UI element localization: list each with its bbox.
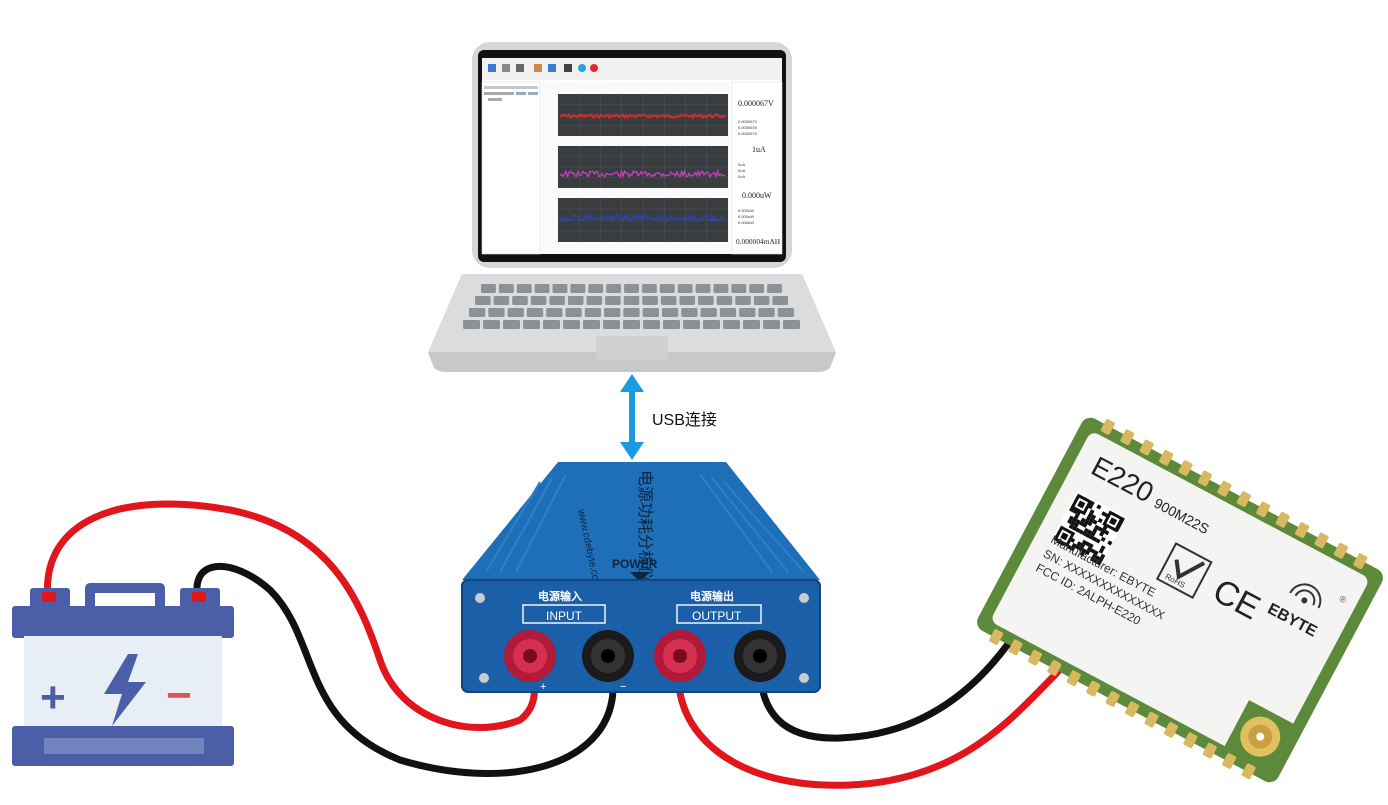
battery-top-band xyxy=(12,606,234,638)
wifi-icon xyxy=(1289,583,1322,609)
chart-gridlines xyxy=(558,94,728,242)
current-reading: 1uA xyxy=(752,145,766,154)
power-sub-2: 0.000uW xyxy=(738,214,754,219)
laptop-touchpad xyxy=(596,336,668,360)
module-shield xyxy=(992,433,1368,767)
current-sub-3: 0uA xyxy=(738,174,745,179)
screw-icon xyxy=(799,673,809,683)
rf-module: E220 900M22S RoHS CE EBYTE ® Manufacture… xyxy=(977,417,1383,783)
battery-handle xyxy=(85,583,165,608)
app-toolbar xyxy=(482,58,782,80)
input-minus-sign: − xyxy=(620,681,626,693)
current-sub-1: 0uA xyxy=(738,162,745,167)
analyzer-power-label: POWER xyxy=(612,557,658,571)
screw-icon xyxy=(475,593,485,603)
current-sub-2: 0uA xyxy=(738,168,745,173)
input-positive-terminal xyxy=(504,630,556,682)
usb-connection-label: USB连接 xyxy=(652,411,717,429)
power-arrow-icon xyxy=(630,572,650,582)
lightning-icon xyxy=(104,654,146,726)
registered-mark: ® xyxy=(1337,593,1348,605)
output-label-cn: 电源输出 xyxy=(690,589,734,603)
rohs-badge-icon: RoHS xyxy=(1155,542,1213,599)
battery-minus-sign: − xyxy=(166,671,192,720)
power-sub-1: 0.000uW xyxy=(738,208,754,213)
energy-reading: 0.000004mAH xyxy=(736,237,781,246)
module-castellated-pins xyxy=(989,419,1368,780)
wire-battery-negative xyxy=(193,563,617,777)
input-label-en: INPUT xyxy=(546,609,583,623)
voltage-reading: 0.000067V xyxy=(738,99,774,108)
laptop-keyboard xyxy=(463,284,800,329)
output-label-en: OUTPUT xyxy=(692,609,742,623)
qr-code-icon xyxy=(1050,490,1127,567)
power-analyzer: 电源功耗分析仪 www.cdebyte.com POWER 电源输入 INPUT… xyxy=(461,462,821,693)
analyzer-top xyxy=(462,462,820,580)
voltage-sub-1: 0.000067V xyxy=(738,119,758,124)
toolbar-icons xyxy=(488,64,598,72)
power-sub-3: 0.000uW xyxy=(738,220,754,225)
screw-icon xyxy=(479,673,489,683)
usb-connection-arrow: USB连接 xyxy=(620,374,717,460)
readings-panel: 0.000067V 0.000067V 0.000063V 0.000067V … xyxy=(731,81,783,255)
screw-icon xyxy=(799,593,809,603)
current-trace xyxy=(559,168,726,179)
input-label-cn: 电源输入 xyxy=(538,589,582,603)
battery-bottom-band xyxy=(12,726,234,766)
wire-battery-positive xyxy=(43,500,538,731)
power-reading: 0.000uW xyxy=(742,191,772,200)
voltage-sub-2: 0.000063V xyxy=(738,125,758,130)
battery: + − xyxy=(12,583,234,766)
power-trace xyxy=(559,212,726,223)
charts-area xyxy=(542,82,730,254)
output-negative-terminal xyxy=(734,630,786,682)
device-list-panel xyxy=(481,81,541,255)
output-positive-terminal xyxy=(654,630,706,682)
input-plus-sign: + xyxy=(540,681,546,693)
battery-plus-sign: + xyxy=(40,673,66,722)
voltage-sub-3: 0.000067V xyxy=(738,131,758,136)
wire-output-negative xyxy=(756,606,1034,742)
analyzer-top-label: 电源功耗分析仪 xyxy=(636,470,654,582)
laptop: 0.000067V 0.000067V 0.000063V 0.000067V … xyxy=(428,42,836,372)
input-negative-terminal xyxy=(582,630,634,682)
antenna-connector-icon xyxy=(1223,700,1297,774)
wires xyxy=(43,500,1086,789)
